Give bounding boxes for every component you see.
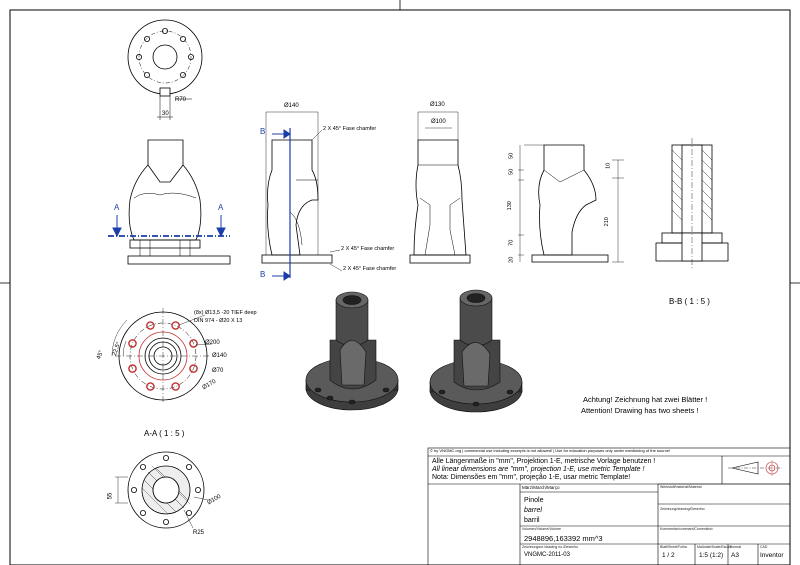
drawing-no: VNGMC-2011-03 (524, 552, 570, 558)
cad-value: Inventor (760, 552, 784, 559)
bolt-circle-view (111, 308, 213, 404)
field-drawing: Zeichnung/drawing/Desenho (660, 507, 705, 511)
side-view (409, 111, 471, 264)
front-view-center (261, 111, 343, 278)
format-label: Format (730, 545, 742, 549)
holes-note-1: (8x) Ø13,5 -20 TIEF deep (194, 310, 257, 316)
iso-part-2 (429, 289, 523, 413)
sheet-border (9, 9, 791, 565)
units-note-pt: Nota: Dimensões em "mm", projeção 1-E, u… (432, 474, 631, 481)
dim-70: 70 (508, 239, 515, 246)
section-arrows-b (272, 129, 291, 281)
chamfer-top-label: 2 X 45° Fase chamfer (323, 126, 377, 132)
dim-d140: Ø140 (284, 103, 299, 109)
copyright-line: © by VNGMC.org | commercial use includin… (430, 448, 671, 453)
dimensioned-view (518, 144, 624, 263)
dim-d200: Ø200 (205, 340, 220, 346)
section-aa-title: A-A ( 1 : 5 ) (144, 429, 185, 438)
dim-50: 50 (508, 152, 515, 159)
scale-value: 1:5 (1:2) (699, 552, 724, 559)
section-bb-title: B-B ( 1 : 5 ) (669, 297, 710, 306)
dim-210: 210 (603, 217, 610, 227)
dim-130: 130 (506, 201, 513, 211)
warning-note-de: Achtung! Zeichnung hat zwei Blätter ! (583, 395, 708, 404)
section-bb-view (655, 138, 729, 268)
iso-part-1 (305, 291, 399, 411)
dim-aa-r25: R25 (193, 530, 205, 536)
format-value: A3 (731, 552, 739, 559)
volume-value: 2948896,163392 mm^3 (524, 534, 603, 543)
dim-aa-55: 55 (107, 492, 114, 500)
front-view-left (108, 139, 231, 265)
dim-d130: Ø130 (430, 102, 445, 108)
part-name-en: barrel (524, 507, 542, 514)
units-note-de: Alle Längenmaße in "mm", Projektion 1-E,… (432, 458, 656, 465)
top-view (127, 19, 203, 120)
chamfer-low-label: 2 X 45° Fase chamfer (343, 266, 397, 272)
section-label-a-right: A (218, 203, 224, 212)
units-note-en: All linear dimensions are "mm", projecti… (432, 466, 645, 473)
part-name-pt: barril (524, 517, 540, 524)
title-block-grid (427, 447, 791, 565)
dim-d100: Ø100 (431, 119, 446, 125)
dim-10: 10 (605, 162, 612, 169)
part-name-de: Pinole (524, 497, 544, 504)
projection-symbol (728, 460, 782, 476)
dim-50b: 50 (508, 168, 515, 175)
chamfer-mid-label: 2 X 45° Fase chamfer (341, 246, 395, 252)
section-label-b-top: B (260, 127, 266, 136)
page-value: 1 / 2 (662, 552, 675, 559)
drawing-no-label: Zeichnungsnr./drawing no./Desenho (522, 545, 579, 549)
field-comment: Kommentar/comment/Comentário (660, 527, 713, 531)
section-label-b-bottom: B (260, 270, 266, 279)
warning-note-en: Attention! Drawing has two sheets ! (581, 406, 699, 415)
volume-label: Volumen/Volume/Volume (522, 527, 561, 531)
cad-label: CAD (760, 545, 768, 549)
dim-bolt-d140: Ø140 (212, 353, 227, 359)
section-aa-view (115, 451, 209, 529)
dim-d70: Ø70 (212, 368, 224, 374)
scale-label: Maßstab/Scale/Escala (697, 545, 732, 549)
dim-r70: R70 (175, 97, 187, 103)
page-label: Blatt/Sheet/Folha (660, 545, 687, 549)
dim-30: 30 (162, 111, 169, 117)
field-material: Werkstoff/material/Material (660, 485, 702, 489)
dim-20: 20 (508, 256, 515, 263)
section-arrows-a (112, 215, 226, 238)
holes-note-2: DIN 974 - Ø20 X 13 (194, 318, 243, 324)
material-label: März/March/Março (522, 485, 560, 490)
section-label-a-left: A (114, 203, 120, 212)
